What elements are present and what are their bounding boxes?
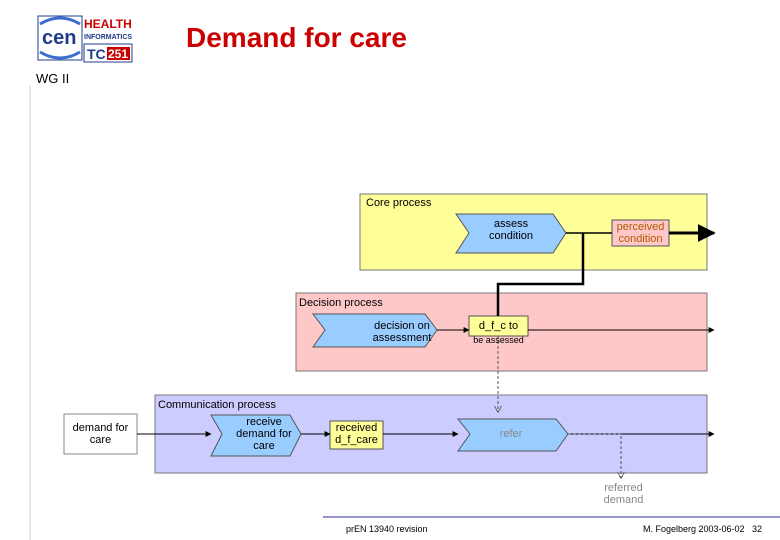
referred-demand-area [595, 478, 652, 508]
refer-shape [456, 418, 569, 452]
logo-cen-text: cen [42, 27, 76, 49]
perceived-condition-label: perceived condition [616, 221, 665, 245]
dfc-be-assessed-label: be assessed [473, 335, 524, 345]
communication-process-label: Communication process [158, 399, 276, 411]
assess-condition-shape [455, 213, 567, 254]
logo-tc-number: 251 [108, 47, 128, 61]
logo-informatics-text: INFORMATICS [84, 34, 132, 41]
demand-for-care-external-label: demand for care [72, 422, 129, 446]
demand-for-care-external-box [63, 413, 138, 455]
footer-page-number: 32 [752, 524, 763, 534]
assess-condition-label: assess condition [488, 218, 534, 242]
decision-on-assessment-shape [312, 313, 438, 348]
arrow-core-to-dfc [496, 233, 585, 316]
cen-tc251-logo: cen HEALTH INFORMATICS TC 251 [37, 15, 133, 63]
referred-demand-label: referred demand [603, 482, 644, 506]
core-process-label: Core process [366, 197, 432, 209]
received-dfcare-label: received d_f_care [335, 422, 378, 446]
decision-process-label: Decision process [299, 297, 383, 309]
logo-tc-prefix: TC [87, 46, 106, 62]
footer-author-date: M. Fogelberg 2003-06-02 [643, 524, 745, 534]
dfc-to-label: d_f_c to [478, 320, 519, 332]
decision-on-assessment-label: decision on assessment [372, 320, 432, 344]
arrow-refer-to-referred [568, 433, 621, 478]
receive-demand-shape [210, 414, 302, 457]
received-dfcare-box [329, 420, 384, 450]
page-title: Demand for care [186, 22, 407, 53]
refer-label: refer [499, 428, 523, 440]
receive-demand-label: receive demand for care [236, 416, 292, 452]
working-group-label: WG II [36, 71, 70, 86]
logo-health-text: HEALTH [84, 17, 132, 31]
footer-document: prEN 13940 revision [346, 524, 428, 534]
